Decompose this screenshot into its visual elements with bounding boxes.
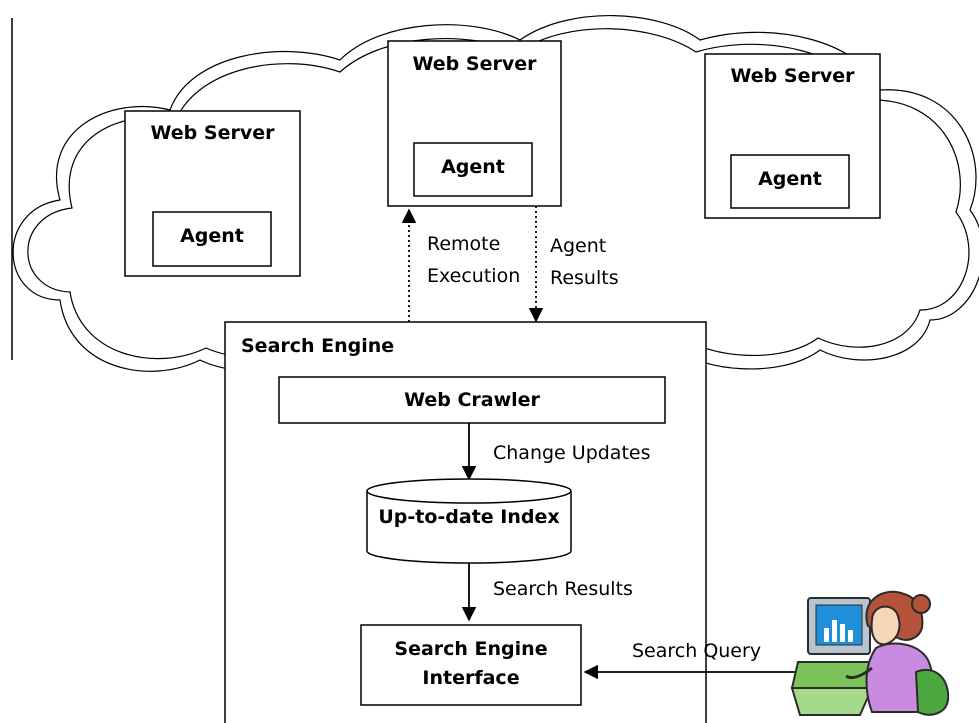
web-server-title-3: Web Server	[730, 65, 855, 87]
web-crawler-label: Web Crawler	[404, 389, 540, 411]
agent-results-label: Agent Results	[550, 234, 619, 291]
interface-line-2: Interface	[422, 666, 520, 689]
change-updates-label: Change Updates	[493, 442, 651, 464]
index-label: Up-to-date Index	[378, 506, 560, 528]
index-database-cylinder	[366, 478, 572, 564]
agent-box-1	[152, 211, 272, 267]
agent-label-3: Agent	[758, 168, 822, 190]
agent-results-line-1: Agent	[550, 235, 607, 257]
interface-line-1: Search Engine	[394, 638, 548, 660]
remote-execution-line-1: Remote	[427, 233, 501, 255]
web-server-title-2: Web Server	[412, 53, 537, 75]
search-engine-interface-label: Search Engine Interface	[361, 637, 581, 691]
agent-box-2	[413, 142, 533, 197]
agent-label-1: Agent	[180, 225, 244, 247]
search-engine-title: Search Engine	[241, 335, 395, 357]
web-crawler-box	[278, 376, 666, 424]
agent-results-line-2: Results	[550, 266, 619, 289]
agent-box-3	[730, 154, 850, 209]
user-at-computer-icon	[790, 590, 950, 716]
agent-label-2: Agent	[441, 156, 505, 178]
search-engine-interface-box	[360, 624, 582, 706]
search-results-label: Search Results	[493, 578, 633, 600]
remote-execution-label: Remote Execution	[427, 232, 520, 289]
web-server-title-1: Web Server	[150, 122, 275, 144]
search-query-label: Search Query	[632, 640, 762, 662]
remote-execution-line-2: Execution	[427, 264, 521, 287]
